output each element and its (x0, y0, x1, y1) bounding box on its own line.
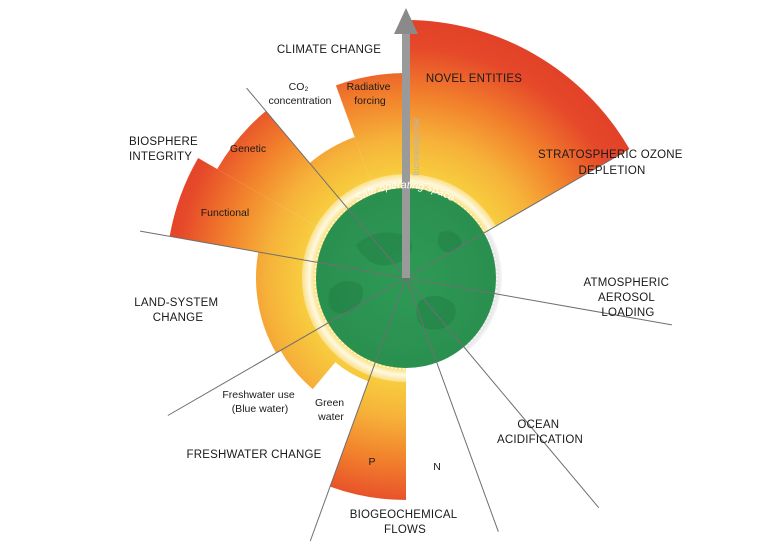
wedge-labels: CO₂ concentration Radiative forcing Gene… (201, 81, 441, 473)
boundary-climate-change: CLIMATE CHANGE (277, 44, 381, 56)
increasing-risk-arrow: Increasing risk (394, 8, 421, 278)
wedge-functional: Functional (201, 207, 249, 219)
divider-ozone-aerosol (405, 277, 672, 326)
boundary-ocean-acidification: OCEAN ACIDIFICATION (497, 419, 583, 446)
wedge-nitrogen: N (433, 461, 441, 473)
boundary-biogeochemical-flows: BIOGEOCHEMICAL FLOWS (350, 509, 461, 536)
boundary-biosphere-integrity: BIOSPHERE INTEGRITY (129, 136, 201, 163)
boundary-novel-entities: NOVEL ENTITIES (426, 73, 522, 85)
divider-novel-right (405, 152, 623, 279)
boundary-freshwater-change: FRESHWATER CHANGE (186, 449, 321, 461)
boundary-stratospheric-ozone: STRATOSPHERIC OZONE DEPLETION (538, 149, 686, 177)
wedge-phosphorus: P (368, 456, 375, 468)
globe-continents (328, 231, 462, 330)
increasing-risk-label: Increasing risk (411, 117, 421, 176)
sector-dividers (140, 87, 672, 542)
boundary-atmospheric-aerosol: ATMOSPHERIC AEROSOL LOADING (583, 277, 672, 319)
wedge-green-water: Green water (315, 397, 347, 423)
divider-ocean-biogeo (405, 277, 499, 532)
boundary-land-system-change: LAND-SYSTEM CHANGE (134, 297, 221, 324)
divider-biogeo-freshwater (309, 277, 407, 542)
wedge-radiative-forcing: Radiative forcing (347, 81, 394, 107)
wedge-genetic: Genetic (230, 143, 266, 155)
divider-freshwater-land (167, 277, 407, 416)
wedge-co2-concentration: CO₂ concentration (268, 81, 331, 107)
divider-aerosol-ocean (405, 277, 600, 509)
divider-land-biosphere (140, 230, 407, 279)
divider-climate-left (246, 87, 407, 279)
wedge-blue-water: Freshwater use (Blue water) (222, 389, 297, 415)
boundary-labels: CLIMATE CHANGE NOVEL ENTITIES STRATOSPHE… (129, 44, 686, 536)
